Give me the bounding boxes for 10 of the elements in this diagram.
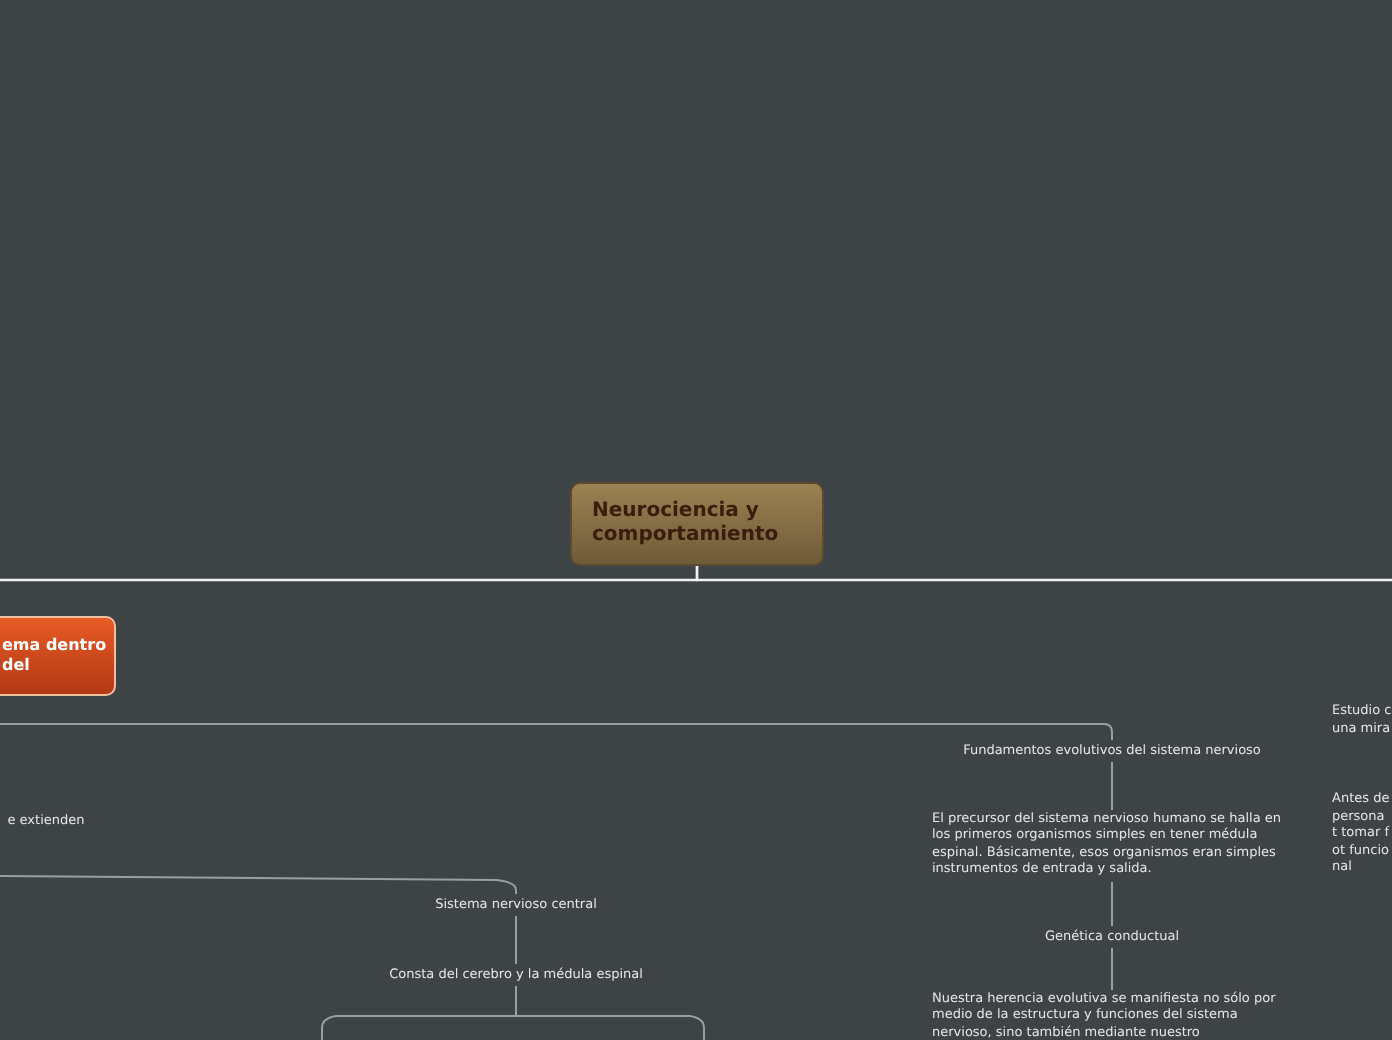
connector-line <box>1111 881 1113 927</box>
connector-line <box>0 875 517 895</box>
connector-line <box>515 985 705 1040</box>
main-topic-box: ema dentro del <box>0 616 116 696</box>
connector-line <box>0 723 1113 741</box>
root-topic-box: Neurociencia y comportamiento <box>570 482 824 566</box>
connector-line <box>1111 761 1113 811</box>
connector-line <box>695 564 1392 582</box>
connector-line <box>1111 947 1113 991</box>
connector-line <box>515 915 517 965</box>
